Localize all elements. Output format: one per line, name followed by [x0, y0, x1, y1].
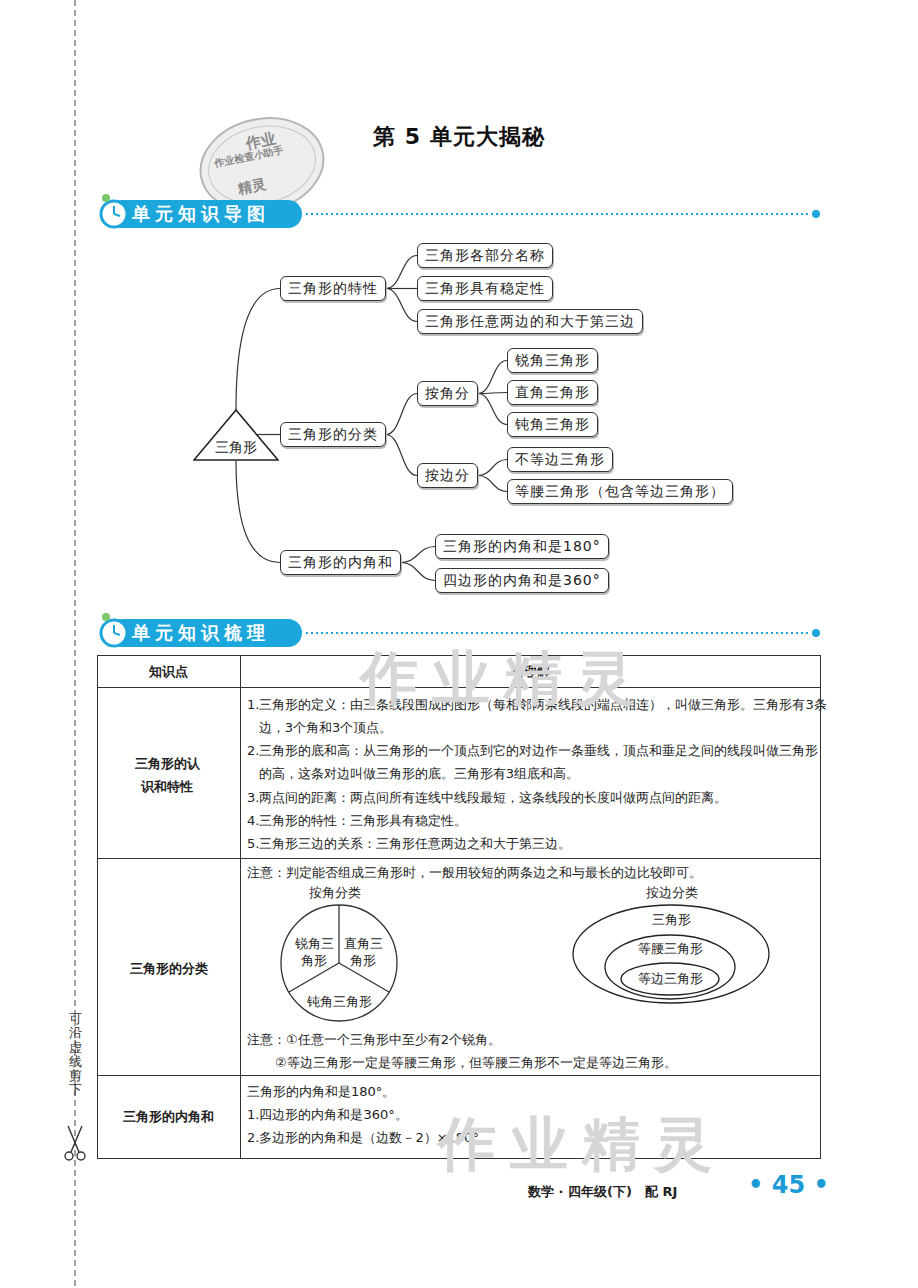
row-heading: 三角形的认识和特性 — [132, 752, 202, 798]
table-cell: 5.三角形三边的关系：三角形任意两边之和大于第三边。 — [247, 832, 827, 855]
node-text: 直角三角形 — [344, 936, 383, 968]
pie-sector: 直角三角形 — [343, 935, 383, 969]
node-text: 等边三角形 — [620, 970, 720, 987]
row-heading: 三角形的分类 — [97, 957, 240, 980]
node-text: 锐角三角形 — [295, 936, 334, 968]
footer-text: 数学 · 四年级(下) 配 RJ — [528, 1180, 677, 1203]
node-text: 钝角三角形 — [515, 416, 590, 432]
branch-line — [236, 461, 280, 563]
watermark: 作业精灵 — [438, 1112, 726, 1176]
branch-line — [401, 547, 435, 563]
row-heading: 三角形的内角和 — [97, 1105, 240, 1128]
topic-box: 不等边三角形 — [507, 447, 613, 472]
node-text: 按角分 — [425, 385, 470, 401]
node-text: 锐角三角形 — [515, 352, 590, 368]
chart-heading: 按边分类 — [646, 881, 698, 904]
branch-line — [386, 288, 417, 289]
branch-line — [236, 289, 280, 411]
note-text: 注意：判定能否组成三角形时，一般用较短的两条边之和与最长的边比较即可。 — [247, 861, 815, 884]
pie-outline — [281, 905, 397, 1021]
topic-box: 三角形各部分名称 — [417, 243, 553, 268]
node-text: 等腰三角形（包含等边三角形） — [515, 483, 725, 499]
node-text: 按边分 — [425, 467, 470, 483]
topic-box: 三角形的特性 — [280, 276, 386, 301]
chart-heading: 按角分类 — [309, 881, 361, 904]
branch-line — [386, 394, 417, 435]
set-ellipse: 等腰三角形等边三角形 — [604, 934, 736, 1000]
branch-line — [478, 361, 507, 394]
topic-box: 按边分 — [417, 463, 478, 488]
page-number: • 45 • — [748, 1170, 829, 1201]
topic-box: 按角分 — [417, 381, 478, 406]
node-text: 三角形各部分名称 — [425, 247, 545, 263]
node-text: 三角形的内角和是180° — [443, 538, 601, 554]
section-header: 单元知识梳理 — [132, 619, 270, 647]
node-text: 四边形的内角和是360° — [443, 572, 601, 588]
table-grid — [97, 655, 821, 1159]
section-header-art — [101, 194, 820, 647]
branch-line — [478, 476, 507, 492]
topic-box: 三角形具有稳定性 — [417, 276, 553, 301]
branch-line — [386, 435, 417, 476]
topic-box: 四边形的内角和是360° — [435, 568, 609, 593]
node-text: 钝角三角形 — [307, 994, 372, 1009]
topic-box: 等腰三角形（包含等边三角形） — [507, 479, 733, 504]
topic-box: 三角形的内角和是180° — [435, 534, 609, 559]
branch-line — [478, 393, 507, 394]
topic-box: 三角形任意两边的和大于第三边 — [417, 309, 643, 334]
topic-box: 三角形的分类 — [280, 422, 386, 447]
pie-sector: 钝角三角形 — [305, 993, 373, 1010]
pie-sector: 锐角三角形 — [294, 935, 334, 969]
note-text: ②等边三角形一定是等腰三角形，但等腰三角形不一定是等边三角形。 — [275, 1051, 815, 1074]
node-text: 等腰三角形 — [604, 940, 736, 957]
branch-line — [257, 434, 280, 435]
node-text: 三角形具有稳定性 — [425, 280, 545, 296]
table-cell: 4.三角形的特性：三角形具有稳定性。 — [247, 809, 827, 832]
root-triangle: 三角形 — [193, 409, 279, 461]
page-title: 第 5 单元大揭秘 — [259, 122, 659, 152]
branch-line — [386, 289, 417, 322]
node-text: 三角形 — [193, 439, 279, 456]
node-text: 三角形任意两边的和大于第三边 — [425, 313, 635, 329]
note-text: 注意：①任意一个三角形中至少有2个锐角。 — [247, 1028, 815, 1051]
cut-hint: 可沿虚线剪下 — [69, 1012, 82, 1098]
topic-box: 三角形的内角和 — [280, 550, 401, 575]
branch-line — [386, 256, 417, 289]
branch-line — [401, 563, 435, 581]
branch-line — [478, 394, 507, 425]
branch-line — [478, 460, 507, 476]
topic-box: 锐角三角形 — [507, 348, 598, 373]
node-text: 直角三角形 — [515, 384, 590, 400]
table-cell: 2.三角形的底和高：从三角形的一个顶点到它的对边作一条垂线，顶点和垂足之间的线段… — [247, 739, 827, 785]
section-header: 单元知识导图 — [132, 200, 270, 228]
table-header: 知识点 — [97, 660, 240, 683]
node-text: 三角形的分类 — [288, 426, 378, 442]
table-cell: 3.两点间的距离：两点间所有连线中线段最短，这条线段的长度叫做两点间的距离。 — [247, 786, 827, 809]
node-text: 不等边三角形 — [515, 451, 605, 467]
node-text: 三角形的特性 — [288, 280, 378, 296]
watermark: 作业精灵 — [360, 646, 648, 710]
scissors-icon — [65, 1126, 85, 1160]
topic-box: 钝角三角形 — [507, 412, 598, 437]
node-text: 三角形的内角和 — [288, 554, 393, 570]
table-cell: 三角形的内角和是180°。 — [247, 1080, 815, 1103]
set-ellipse: 等边三角形 — [620, 962, 720, 996]
node-text: 三角形 — [572, 911, 770, 928]
set-ellipse: 三角形等腰三角形等边三角形 — [572, 904, 770, 1004]
topic-box: 直角三角形 — [507, 380, 598, 405]
